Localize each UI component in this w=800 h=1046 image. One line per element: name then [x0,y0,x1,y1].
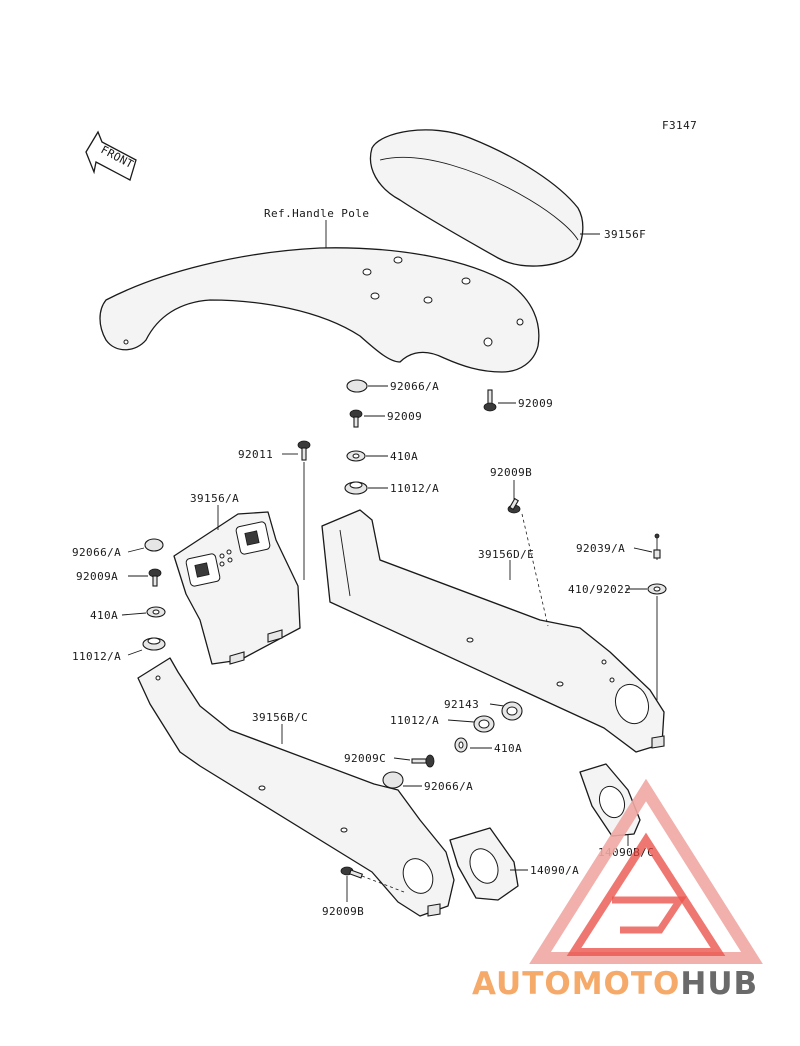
callout-92066A-left: 92066/A [72,546,121,559]
callout-92066A-mid: 92066/A [424,780,473,793]
cap-92066A-left [144,538,164,552]
callout-14090A: 14090/A [530,864,579,877]
watermark-text-part1: AUTOMOTO [472,966,680,1002]
grommet-11012A-top [344,481,368,495]
bolt-92009C [411,754,435,768]
bolt-92009B-top [507,497,521,514]
left-side-frame [137,657,455,917]
callout-92009C: 92009C [344,752,386,765]
callout-92011: 92011 [238,448,273,461]
fender-panel [99,247,540,373]
cap-92066A-mid [382,771,404,789]
callout-410-92022: 410/92022 [568,583,631,596]
watermark-text-part2: HUB [680,966,758,1002]
callout-39156F: 39156F [604,228,646,241]
bolt-92009-top [349,409,363,428]
callout-92009B-bottom: 92009B [322,905,364,918]
grommet-11012A-left [142,637,166,651]
washer-410A-top [346,450,366,462]
callout-11012A-left: 11012/A [72,650,121,663]
washer-410-92022 [647,583,667,595]
bolt-92009A [148,568,162,587]
callout-410A-left: 410A [90,609,118,622]
watermark-logo-icon [529,778,763,964]
trim-ring-14090A [449,827,519,901]
callout-410A-top: 410A [390,450,418,463]
callout-92009-right: 92009 [518,397,553,410]
callout-39156A: 39156/A [190,492,239,505]
callout-410A-mid: 410A [494,742,522,755]
callout-39156BC: 39156B/C [252,711,308,724]
callout-11012A-top: 11012/A [390,482,439,495]
pin-92039A [653,533,661,560]
washer-410A-left [146,606,166,618]
callout-92009B-top: 92009B [490,466,532,479]
bolt-92011 [297,440,311,461]
callout-39156DE: 39156D/E [478,548,534,561]
svg-text:AUTOMOTOHUB: AUTOMOTOHUB [472,966,758,1002]
callout-92009A: 92009A [76,570,118,583]
figure-code: F3147 [662,119,697,132]
callout-92066A-top: 92066/A [390,380,439,393]
front-arrow-icon: FRONT [85,130,137,181]
grommet-92143 [501,701,523,721]
grommet-11012A-mid [473,715,495,733]
callout-ref-handle-pole: Ref.Handle Pole [264,207,369,220]
bolt-92009B-bottom [340,866,364,879]
washer-410A-mid [454,737,468,753]
cap-92066A-top [346,379,368,393]
bolt-92009-right [483,389,497,412]
callout-92009-top: 92009 [387,410,422,423]
seat-cushion [369,129,584,267]
callout-11012A-mid: 11012/A [390,714,439,727]
trim-ring-14090BC [579,763,641,837]
automotohub-watermark: AUTOMOTOHUB [472,778,763,1002]
callout-92039A: 92039/A [576,542,625,555]
center-bracket [173,511,301,665]
callout-92143: 92143 [444,698,479,711]
right-side-frame [321,509,665,753]
